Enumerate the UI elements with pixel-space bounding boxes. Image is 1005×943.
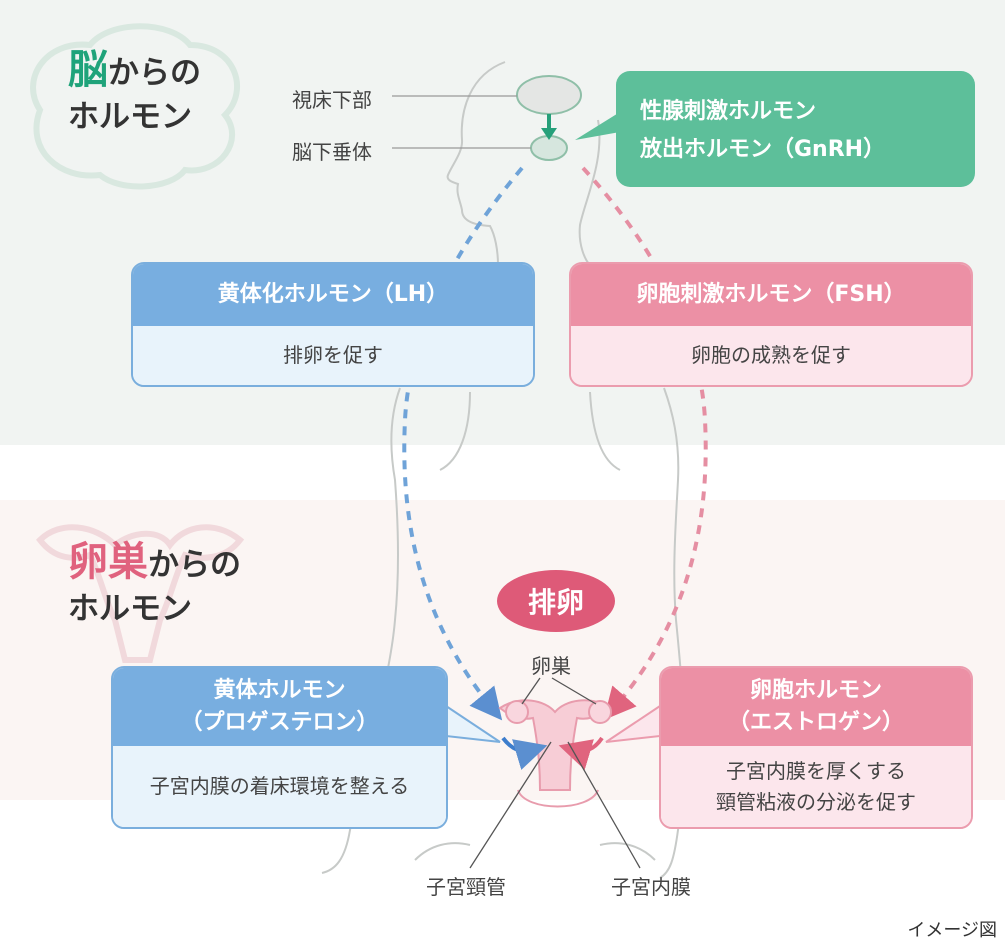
image-caption: イメージ図 — [907, 920, 997, 941]
pituitary-label: 脳下垂体 — [292, 140, 372, 164]
brain-heading-line2: ホルモン — [68, 99, 192, 135]
endometrium-label: 子宮内膜 — [611, 875, 691, 899]
progesterone-description: 子宮内膜の着床環境を整える — [113, 746, 446, 827]
fsh-pathway — [581, 166, 708, 721]
gnrh-callout: 性腺刺激ホルモン 放出ホルモン（GnRH） — [616, 71, 975, 187]
progesterone-pointer — [445, 704, 501, 743]
estrogen-description: 子宮内膜を厚くする 頸管粘液の分泌を促す — [661, 746, 971, 827]
estrogen-desc-line2: 頸管粘液の分泌を促す — [716, 789, 916, 814]
ovary-right — [588, 700, 612, 724]
fsh-title: 卵胞刺激ホルモン（FSH） — [571, 264, 971, 326]
estrogen-title-line1: 卵胞ホルモン — [749, 678, 882, 703]
lh-box: 黄体化ホルモン（LH） 排卵を促す — [131, 262, 535, 387]
progesterone-arrow — [501, 736, 548, 770]
progesterone-box: 黄体ホルモン （プロゲステロン） 子宮内膜の着床環境を整える — [111, 666, 448, 829]
brain-heading-accent: 脳 — [68, 47, 108, 93]
head-outline — [446, 61, 601, 266]
progesterone-title: 黄体ホルモン （プロゲステロン） — [113, 668, 446, 746]
brain-hormones-heading: 脳からの ホルモン — [68, 48, 201, 139]
torso-outline — [321, 387, 401, 874]
estrogen-pointer — [605, 704, 661, 743]
gnrh-line2: 放出ホルモン（GnRH） — [640, 137, 886, 162]
ovary-label: 卵巣 — [531, 654, 571, 678]
lh-description: 排卵を促す — [133, 326, 533, 385]
estrogen-arrow — [558, 736, 604, 770]
brain-icon — [30, 23, 241, 190]
ovary-heading-rest: からの — [148, 547, 241, 583]
estrogen-title: 卵胞ホルモン （エストロゲン） — [661, 668, 971, 746]
callout-pointer — [575, 112, 620, 140]
progesterone-title-line1: 黄体ホルモン — [213, 678, 346, 703]
fsh-description: 卵胞の成熟を促す — [571, 326, 971, 385]
gnrh-line1: 性腺刺激ホルモン — [640, 99, 817, 124]
ovary-heading-line2: ホルモン — [68, 591, 192, 627]
uterus-icon — [36, 524, 245, 663]
ovary-hormones-heading: 卵巣からの ホルモン — [68, 540, 241, 631]
uterus-shape — [498, 699, 612, 791]
estrogen-title-line2: （エストロゲン） — [727, 710, 904, 735]
estrogen-desc-line1: 子宮内膜を厚くする — [726, 758, 906, 783]
brain-heading-rest: からの — [108, 55, 201, 91]
cervix-label: 子宮頸管 — [426, 875, 506, 899]
ovary-heading-accent: 卵巣 — [68, 539, 148, 585]
hypothalamus-shape — [516, 75, 582, 115]
ovulation-badge: 排卵 — [497, 570, 615, 632]
estrogen-box: 卵胞ホルモン （エストロゲン） 子宮内膜を厚くする 頸管粘液の分泌を促す — [659, 666, 973, 829]
fsh-box: 卵胞刺激ホルモン（FSH） 卵胞の成熟を促す — [569, 262, 973, 387]
progesterone-title-line2: （プロゲステロン） — [180, 710, 379, 735]
hypothalamus-label: 視床下部 — [292, 88, 372, 112]
lh-title: 黄体化ホルモン（LH） — [133, 264, 533, 326]
ovary-left — [505, 700, 529, 724]
